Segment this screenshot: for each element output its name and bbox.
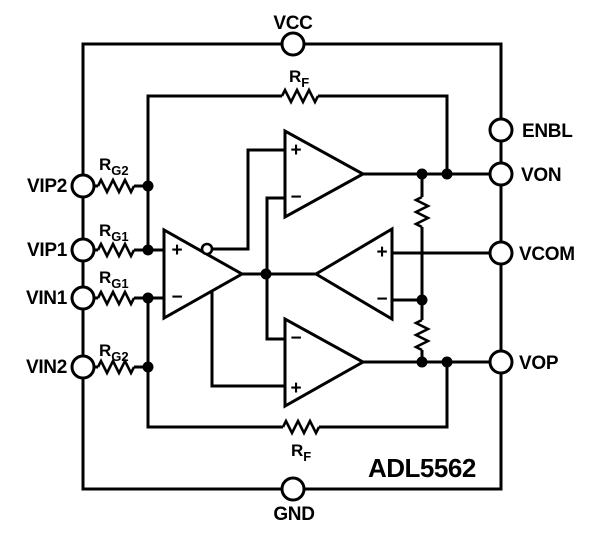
amplifiers: + − + − − + + − [162, 128, 394, 409]
amp-output-top [283, 128, 367, 220]
label-rg2-bottom-main: R [99, 341, 111, 360]
cmfb-amp-minus-sign: − [376, 289, 387, 310]
label-rg2-top-main: R [99, 155, 111, 174]
bottom-amp-plus-sign: + [290, 378, 301, 399]
label-rg2-bottom: RG2 [99, 341, 129, 364]
label-rf-top-sub: F [301, 75, 309, 90]
pin-label-enbl: ENBL [522, 121, 573, 142]
amp-cmfb [313, 226, 394, 322]
label-rg2-top-sub: G2 [111, 163, 128, 178]
pin-label-vin1: VIN1 [26, 288, 68, 309]
inverting-output-bubble [200, 242, 214, 256]
junction-dot [416, 168, 428, 180]
top-amp-minus-sign: − [290, 187, 301, 208]
pins [70, 31, 514, 502]
pin-circle-von [488, 161, 514, 187]
junction-dot [416, 356, 428, 368]
wire-rf-bottom [146, 298, 449, 429]
amp-output-bottom [283, 316, 367, 409]
pin-label-gnd: GND [273, 504, 314, 525]
label-rg1-bottom-main: R [99, 268, 111, 287]
label-rg2-bottom-sub: G2 [111, 349, 128, 364]
bottom-amp-minus-sign: − [290, 328, 301, 349]
pin-labels: VCC GND ENBL VON VCOM VOP VIP2 VIP1 VIN1… [26, 13, 575, 525]
resistor-rg2-top [96, 177, 136, 195]
wire-rf-top [146, 94, 449, 250]
top-amp-plus-sign: + [290, 140, 301, 161]
junction-dot [142, 292, 154, 304]
resistor-rg2-bottom [96, 358, 136, 376]
resistor-rf-top [280, 87, 320, 105]
pin-circle-vip1 [70, 237, 96, 263]
pin-circle-vin2 [70, 354, 96, 380]
wire-main-invout-to-topamp [212, 148, 285, 251]
junction-dot [260, 268, 272, 280]
label-rg1-top-sub: G1 [111, 229, 128, 244]
cmfb-amp-plus-sign: + [376, 242, 387, 263]
wire-center-vertical [265, 196, 285, 341]
label-rf-bottom: RF [291, 441, 311, 464]
pin-label-vcom: VCOM [519, 244, 575, 265]
pin-label-vip1: VIP1 [27, 240, 68, 261]
label-rg1-top-main: R [99, 221, 111, 240]
label-rf-bottom-sub: F [303, 449, 311, 464]
label-rf-top: RF [289, 67, 309, 90]
pin-label-vip2: VIP2 [27, 176, 67, 197]
label-rg1-top: RG1 [99, 221, 129, 244]
resistor-labels: RF RF RG2 RG1 RG1 RG2 [99, 67, 311, 464]
pin-circle-vin1 [70, 285, 96, 311]
junction-dot [142, 180, 154, 192]
pin-circle-vip2 [70, 173, 96, 199]
part-number: ADL5562 [368, 453, 476, 483]
resistor-symbols [96, 87, 431, 436]
pin-label-vcc: VCC [273, 13, 313, 34]
pin-circle-vcc [280, 31, 306, 57]
pin-label-vop: VOP [519, 353, 559, 374]
main-amp-plus-sign: + [171, 240, 182, 261]
label-rg1-bottom: RG1 [99, 268, 129, 291]
pin-circle-enbl [488, 117, 514, 143]
label-rg1-bottom-sub: G1 [111, 276, 128, 291]
resistor-rg1-bottom [96, 289, 136, 307]
resistor-divider-bottom [413, 318, 431, 352]
junction-dot [441, 356, 453, 368]
junction-dot [416, 294, 428, 306]
junction-dot [142, 244, 154, 256]
junction-dots [142, 168, 453, 373]
resistor-rf-bottom [281, 418, 321, 436]
label-rf-top-main: R [289, 67, 301, 86]
junction-dot [441, 168, 453, 180]
resistor-divider-top [413, 195, 431, 229]
main-amp-minus-sign: − [171, 287, 182, 308]
label-rf-bottom-main: R [291, 441, 303, 460]
pin-circle-gnd [280, 476, 306, 502]
pin-circle-vop [488, 349, 514, 375]
pin-circle-vcom [488, 240, 514, 266]
junction-dot [142, 361, 154, 373]
pin-label-von: VON [521, 165, 561, 186]
chip-boundary-box [81, 42, 503, 491]
wire-main-out2-to-bottomamp [210, 292, 285, 388]
pin-label-vin2: VIN2 [26, 357, 67, 378]
resistor-rg1-top [96, 241, 136, 259]
label-rg2-top: RG2 [99, 155, 129, 178]
